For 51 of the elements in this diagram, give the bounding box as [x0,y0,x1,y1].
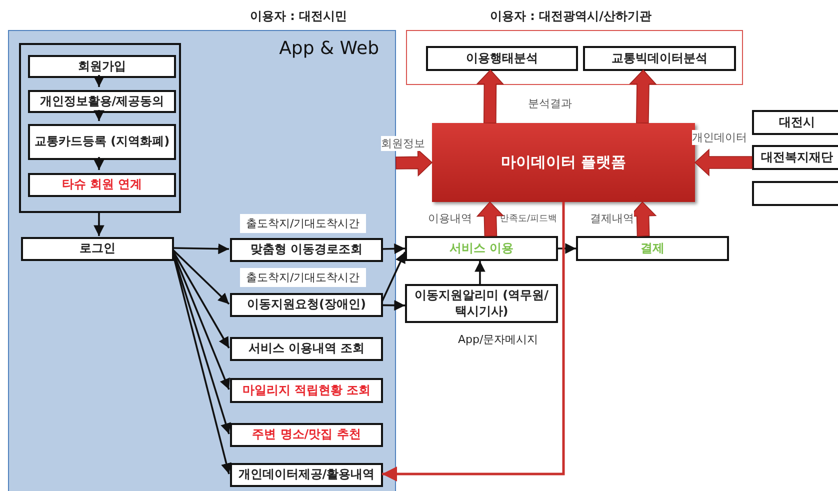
arrow [94,212,104,236]
source-box [752,181,838,206]
process-box: 서비스 이용 [405,236,558,261]
thick-arrow [629,69,657,124]
process-box: 맞춤형 이동경로조회 [230,238,383,262]
note-text: 출도착지/기대도착시간 [240,268,366,287]
thick-arrow [476,201,504,236]
process-box: 결제 [576,236,729,261]
process-box: 교통빅데이터분석 [583,46,736,71]
source-box: 대전시 [752,110,838,135]
process-box: 주변 명소/맛집 추천 [230,423,383,447]
arrow [94,110,104,121]
panel-title: App & Web [279,37,379,60]
process-box: 타슈 회원 연계 [28,173,176,197]
process-box: 회원가입 [28,55,176,78]
user-heading: 이용자 : 대전시민 [250,8,348,25]
arrow [172,243,230,254]
thick-arrow [694,148,752,176]
thick-arrow [476,69,504,124]
process-box: 개인정보활용/제공동의 [28,90,176,113]
arrow [558,243,576,254]
thick-arrow [396,148,433,177]
group-box [406,30,743,85]
edge-label: 회원정보 [381,136,425,151]
process-box: 이용행태분석 [426,46,578,71]
process-box: 마일리지 적립현황 조회 [230,378,383,403]
arrow-label: 만족도/피드백 [500,213,558,225]
edge-label: 결제내역 [590,211,634,226]
arrow [381,252,406,302]
arrow [172,250,230,348]
arrow [474,261,486,284]
group-box [19,43,181,213]
arrow [382,243,406,254]
process-box: 로그인 [21,237,174,261]
arrow [382,300,405,311]
process-box: 개인데이터제공/활용내역 [230,463,383,487]
arrow [382,202,565,482]
user-heading: 이용자 : 대전광역시/산하기관 [490,8,652,25]
arrow [172,249,230,305]
source-box: 대전복지재단 [752,145,838,170]
note-text: App/문자메시지 [457,332,540,348]
arrow [94,75,104,87]
note-text: 출도착지/기대도착시간 [240,214,366,233]
process-box: 이동지원요청(장애인) [230,293,383,317]
process-box: 서비스 이용내역 조회 [230,337,383,361]
process-box: 교통카드등록 (지역화폐) [28,124,176,160]
arrow [94,157,104,170]
process-box: 이동지원알리미 (역무원/택시기사) [405,284,558,323]
arrow-label: 분석결과 [528,96,572,111]
edge-label: 개인데이터 [692,130,747,145]
edge-label: 이용내역 [428,211,472,226]
